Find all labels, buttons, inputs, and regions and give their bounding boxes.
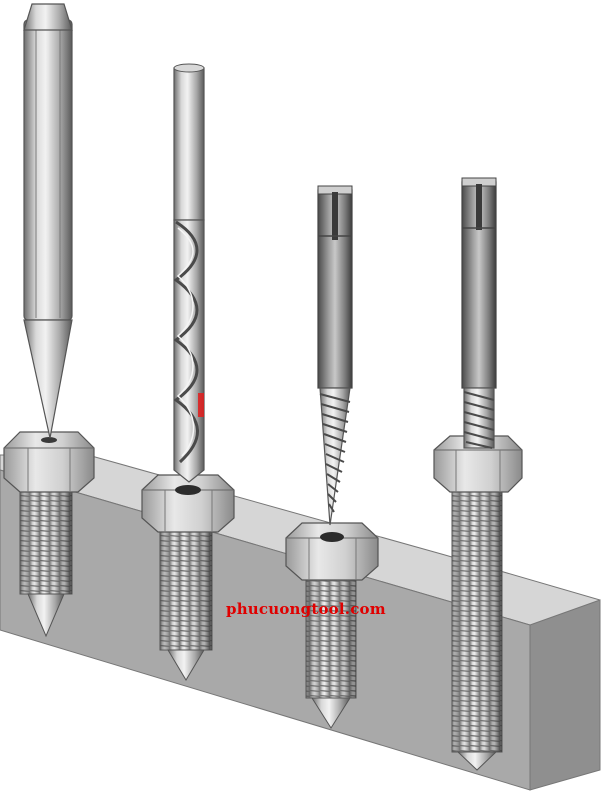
step-1-center-punch bbox=[3, 3, 95, 638]
block-side-face bbox=[529, 599, 601, 791]
extractor-4-tool bbox=[461, 177, 497, 449]
bolt-2-tip bbox=[167, 649, 205, 681]
step-3-extractor-insert bbox=[285, 185, 379, 729]
step-2-twist-drill bbox=[141, 63, 235, 681]
twist-drill-tool bbox=[173, 63, 205, 483]
extractor-3-tool bbox=[317, 185, 353, 526]
workpiece-block bbox=[0, 454, 601, 791]
bolt-3-hex-head bbox=[285, 522, 379, 581]
center-punch-tool bbox=[23, 3, 73, 439]
bolt-3-tip bbox=[311, 697, 351, 729]
watermark: phucuongtool.com bbox=[226, 600, 386, 618]
bolt-2-hex-head bbox=[141, 474, 235, 533]
bolt-4-tip bbox=[456, 751, 498, 771]
step-4-extractor-remove bbox=[433, 177, 523, 771]
bolt-1-tip bbox=[27, 593, 65, 638]
bolt-1-hex-head bbox=[3, 431, 95, 493]
